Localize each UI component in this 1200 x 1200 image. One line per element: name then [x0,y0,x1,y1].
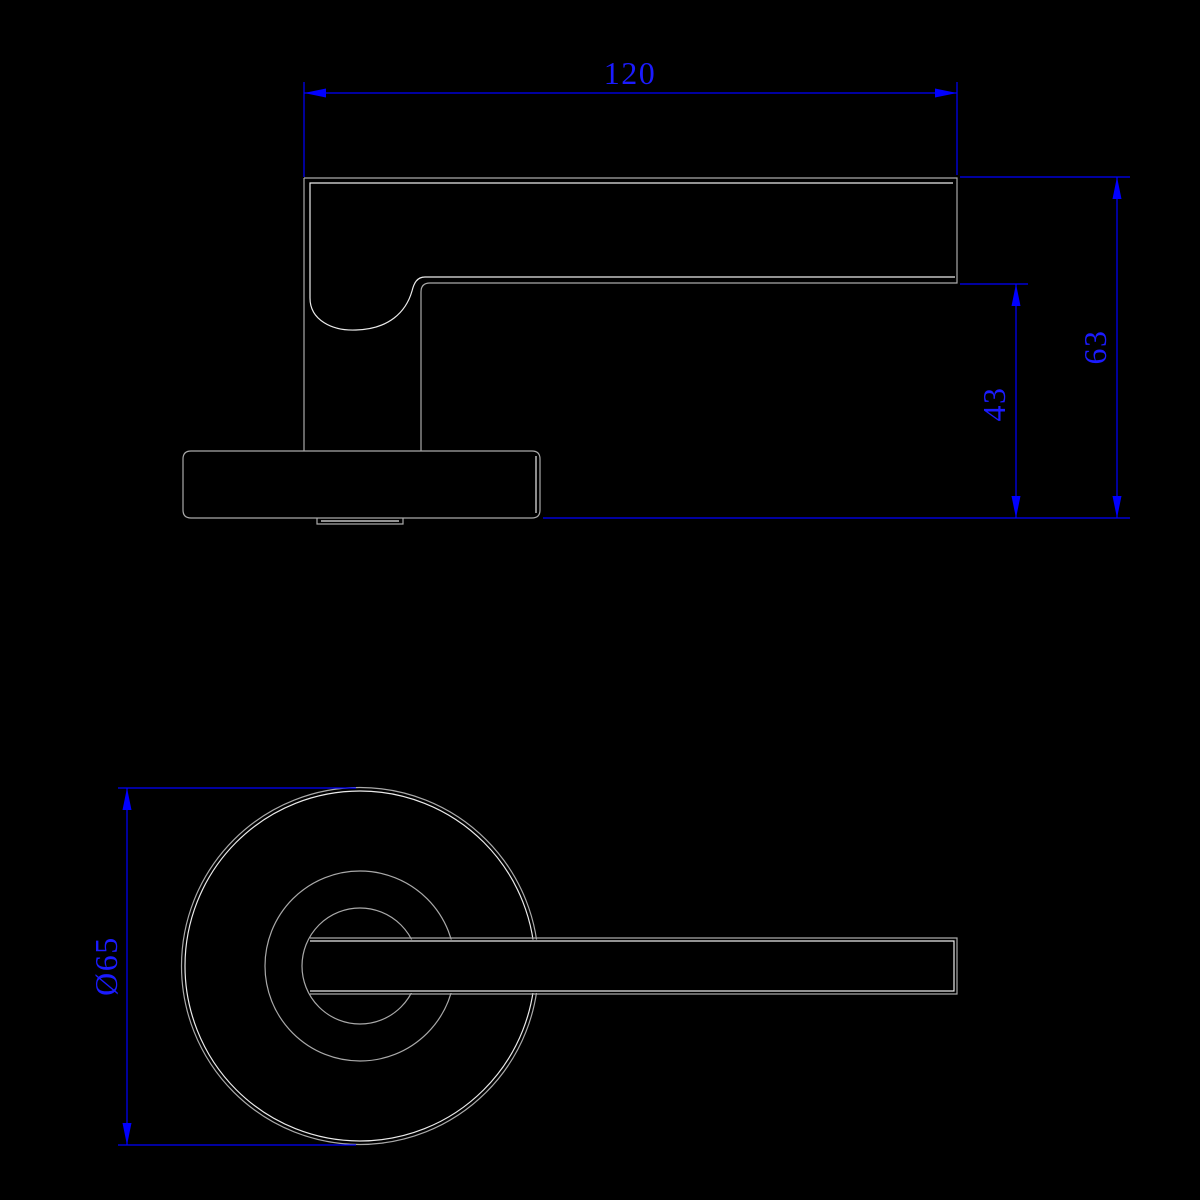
lever-side-inner-edge [309,182,955,331]
dim-drop: 43 [960,283,1028,518]
dim-length: 120 [303,55,958,177]
dim-height-arrow-bottom [1112,496,1122,518]
dim-length-text: 120 [604,55,657,91]
rose-side-outline [182,450,541,519]
dim-drop-arrow-top [1011,284,1021,306]
handle-neck-circle [301,907,419,1025]
spindle-cap-outline [316,518,404,525]
dim-length-arrow-left [304,88,326,98]
dim-height: 63 [543,176,1130,519]
dim-height-text: 63 [1077,330,1113,365]
lever-side-outline [304,177,958,451]
dim-drop-arrow-bottom [1011,496,1021,518]
lever-front-mask [402,939,965,993]
dim-length-arrow-right [935,88,957,98]
dim-rose-arrow-top [122,788,132,810]
dim-rose-diameter: Ø65 [88,787,356,1146]
dim-height-arrow-top [1112,177,1122,199]
dim-drop-text: 43 [976,387,1012,422]
lever-front-inner-edge [310,940,955,992]
side-view [182,177,958,525]
lever-front-outline [310,937,958,995]
dim-rose-text: Ø65 [88,936,124,996]
dim-rose-arrow-bottom [122,1123,132,1145]
front-view [180,786,965,1146]
